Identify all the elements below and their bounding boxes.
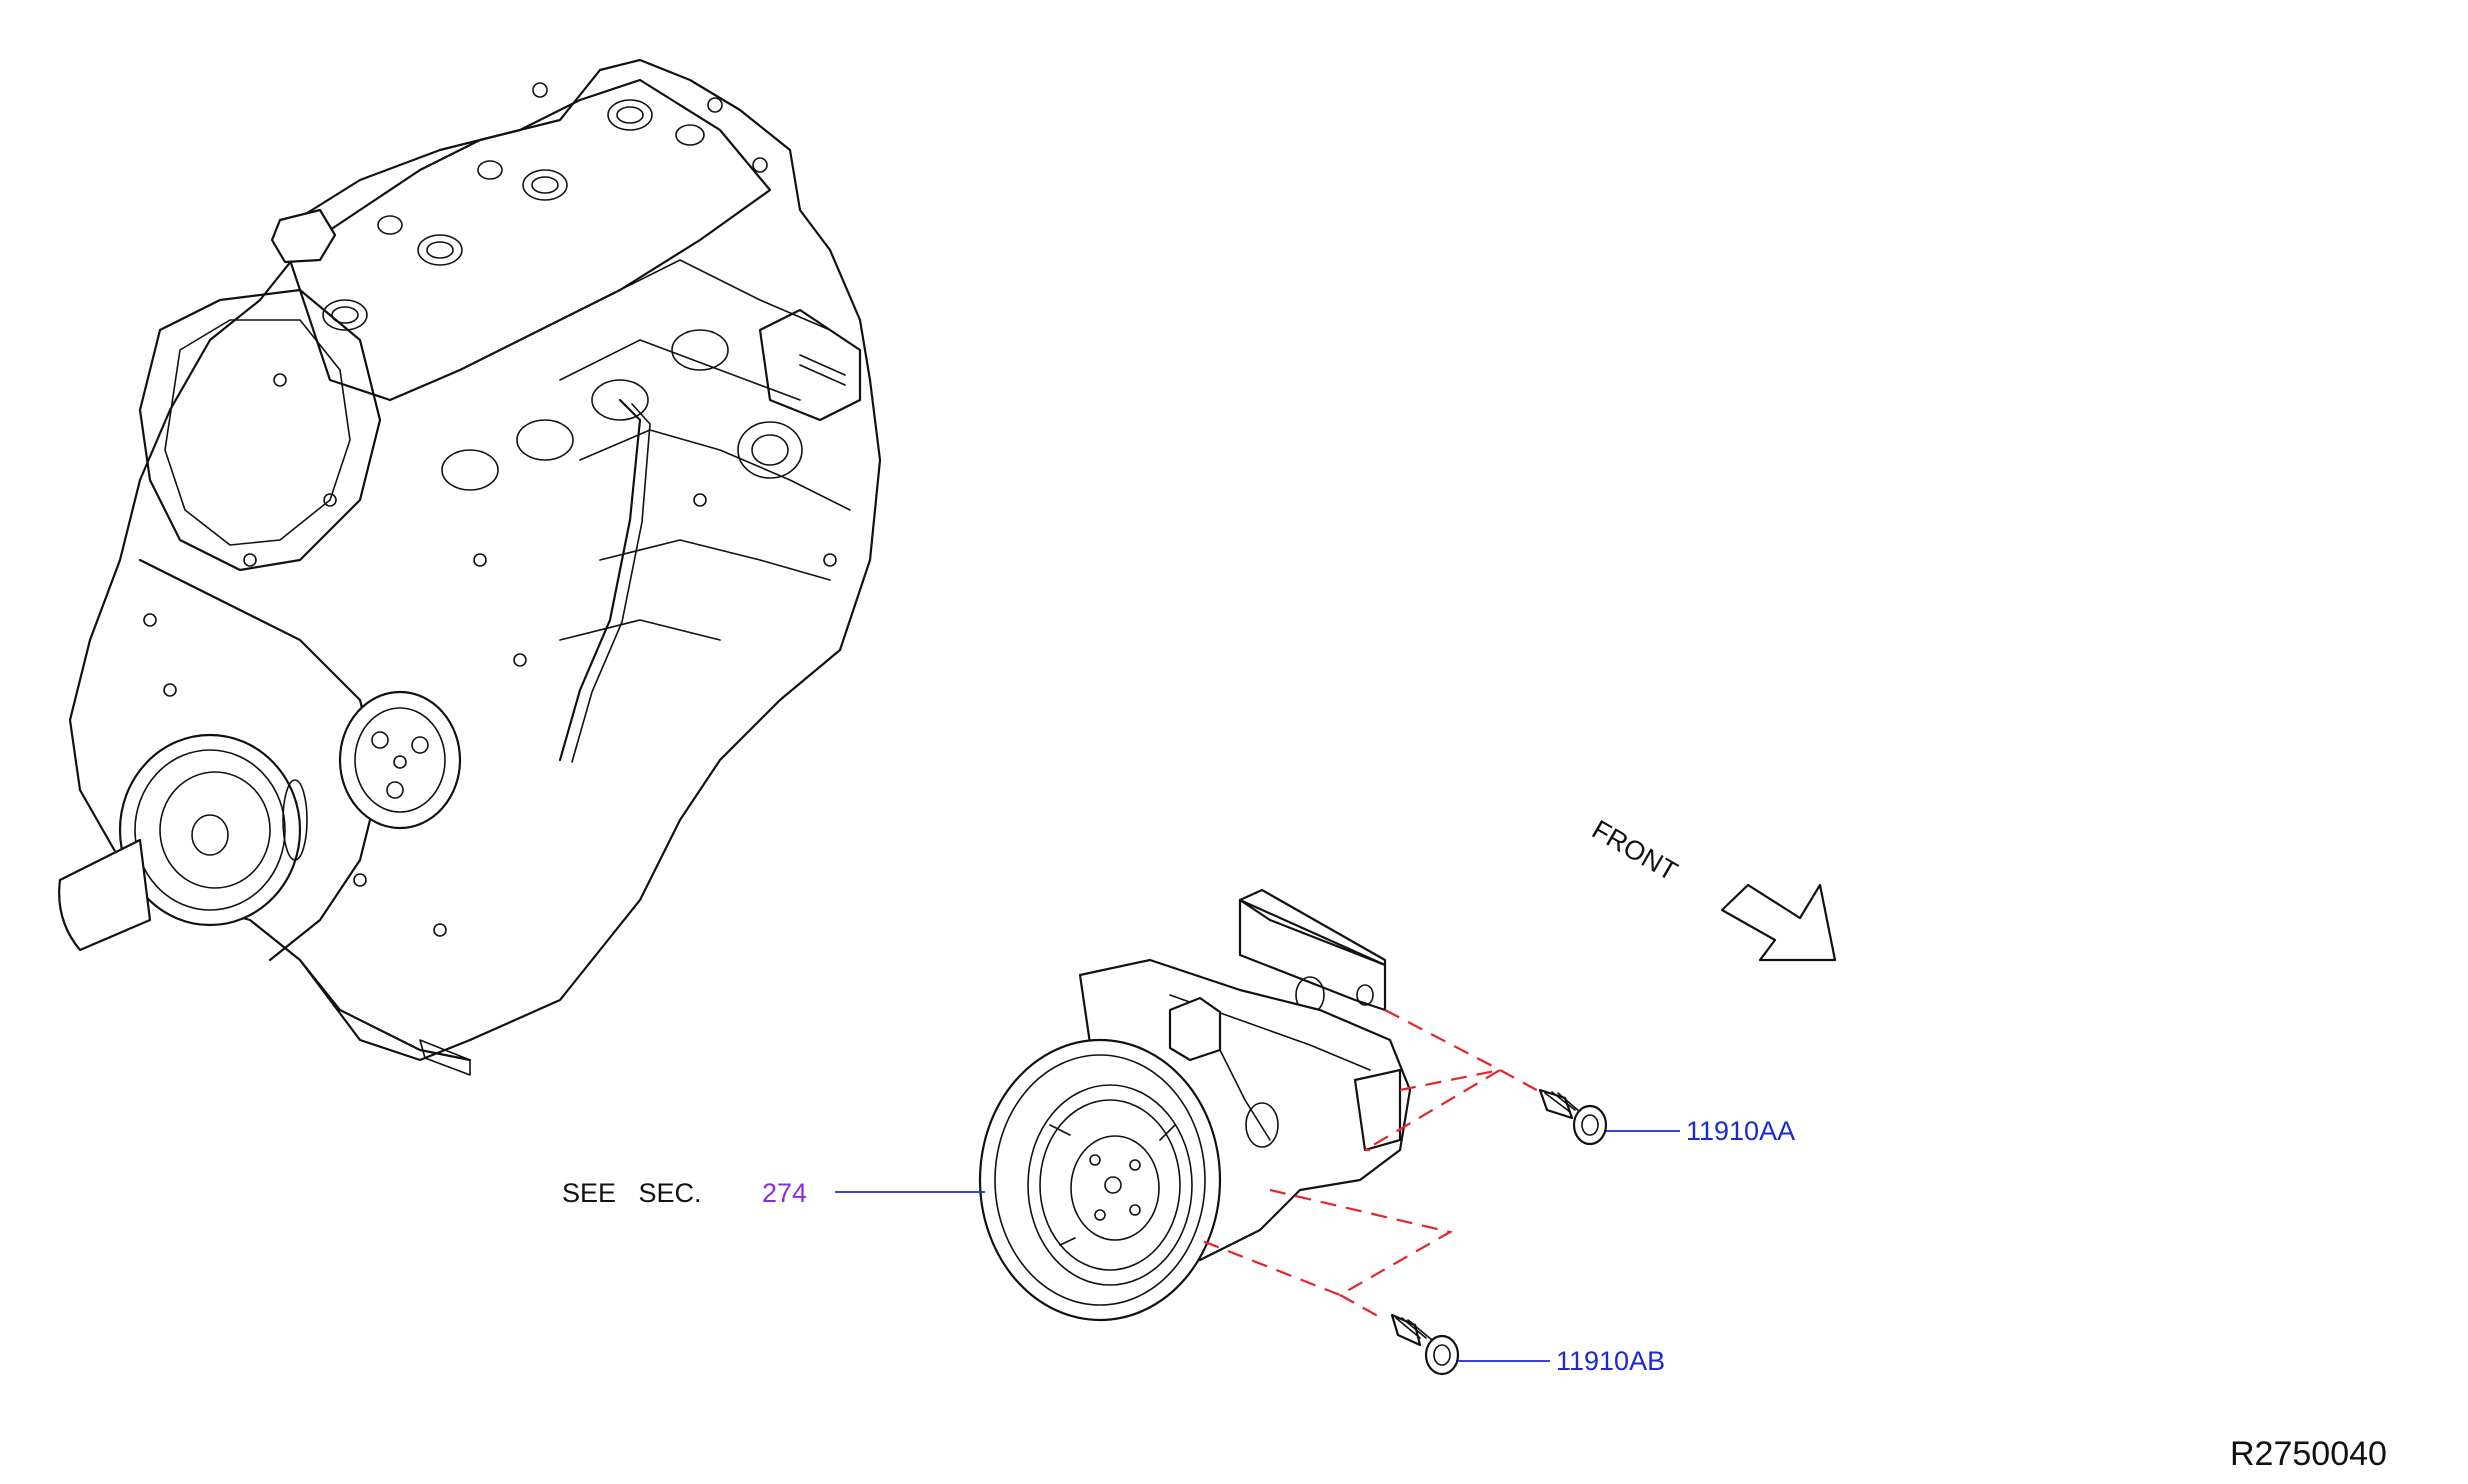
compressor-clutch-pulley (978, 1038, 1222, 1322)
front-arrow-icon (1720, 883, 1837, 962)
engine-block-drawing (58, 58, 882, 1076)
mounting-guide-lines (1199, 1009, 1556, 1321)
front-direction-indicator: FRONT (1587, 814, 1837, 962)
part-number-upper-bolt[interactable]: 11910AA (1686, 1116, 1795, 1146)
section-ref-number[interactable]: 274 (762, 1178, 807, 1208)
water-pump-pulley (338, 690, 462, 830)
diagram-id: R2750040 (2230, 1435, 2387, 1473)
crank-pulley (118, 733, 308, 927)
part-number-lower-bolt[interactable]: 11910AB (1556, 1346, 1665, 1376)
see-section-prefix: SEE SEC. (562, 1178, 702, 1208)
front-label: FRONT (1587, 814, 1683, 886)
ac-compressor-drawing (978, 888, 1412, 1322)
bolt-upper-drawing (1538, 1088, 1608, 1146)
bolt-lower-drawing (1390, 1313, 1460, 1376)
